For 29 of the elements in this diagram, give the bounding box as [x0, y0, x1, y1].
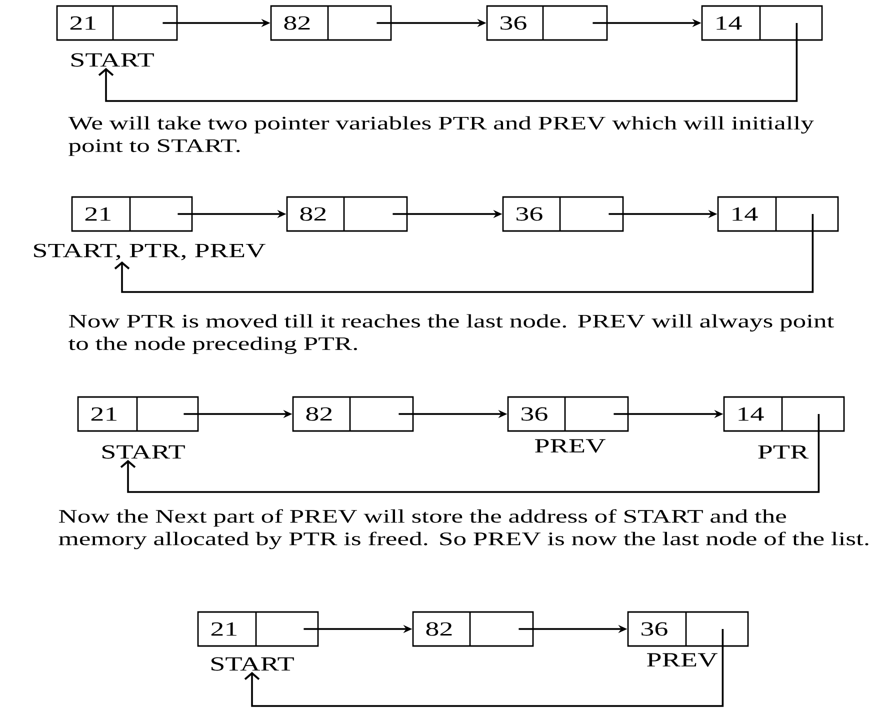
list-node: 82 — [292, 396, 414, 432]
pointer-label: START — [102, 445, 185, 459]
arrow — [120, 414, 820, 493]
pointer-label: PREV — [535, 439, 606, 453]
arrow — [114, 214, 814, 293]
pointer-label: START — [72, 53, 154, 67]
arrow — [98, 23, 798, 102]
list-node: 36 — [502, 196, 624, 232]
list-node: 82 — [270, 5, 392, 41]
list-node: 36 — [627, 611, 749, 647]
pointer-label: START, PTR, PREV — [34, 244, 266, 260]
pointer-label: START — [212, 657, 294, 671]
pointer-label: PREV — [647, 653, 718, 667]
list-node: 36 — [486, 5, 608, 41]
note-text: Now PTR is moved till it reaches the last node. PREV will always point to the node preceding PTR. — [68, 314, 834, 354]
arrow — [244, 629, 724, 707]
list-node: 14 — [701, 5, 823, 41]
list-node: 82 — [286, 196, 408, 232]
list-node: 14 — [717, 196, 839, 232]
list-node: 36 — [507, 396, 629, 432]
list-node: 21 — [77, 396, 199, 432]
note-text: Now the Next part of PREV will store the address of START and the memory allocated by PTR is freed. So PREV is now the last node of the list. — [58, 509, 868, 550]
pointer-label: PTR — [758, 445, 809, 459]
list-node: 82 — [412, 611, 534, 647]
list-node: 14 — [723, 396, 845, 432]
note-text: We will take two pointer variables PTR and PREV which will initially point to START. — [68, 116, 814, 156]
list-node: 21 — [197, 611, 319, 647]
list-node: 21 — [71, 196, 193, 232]
list-node: 21 — [56, 5, 178, 41]
